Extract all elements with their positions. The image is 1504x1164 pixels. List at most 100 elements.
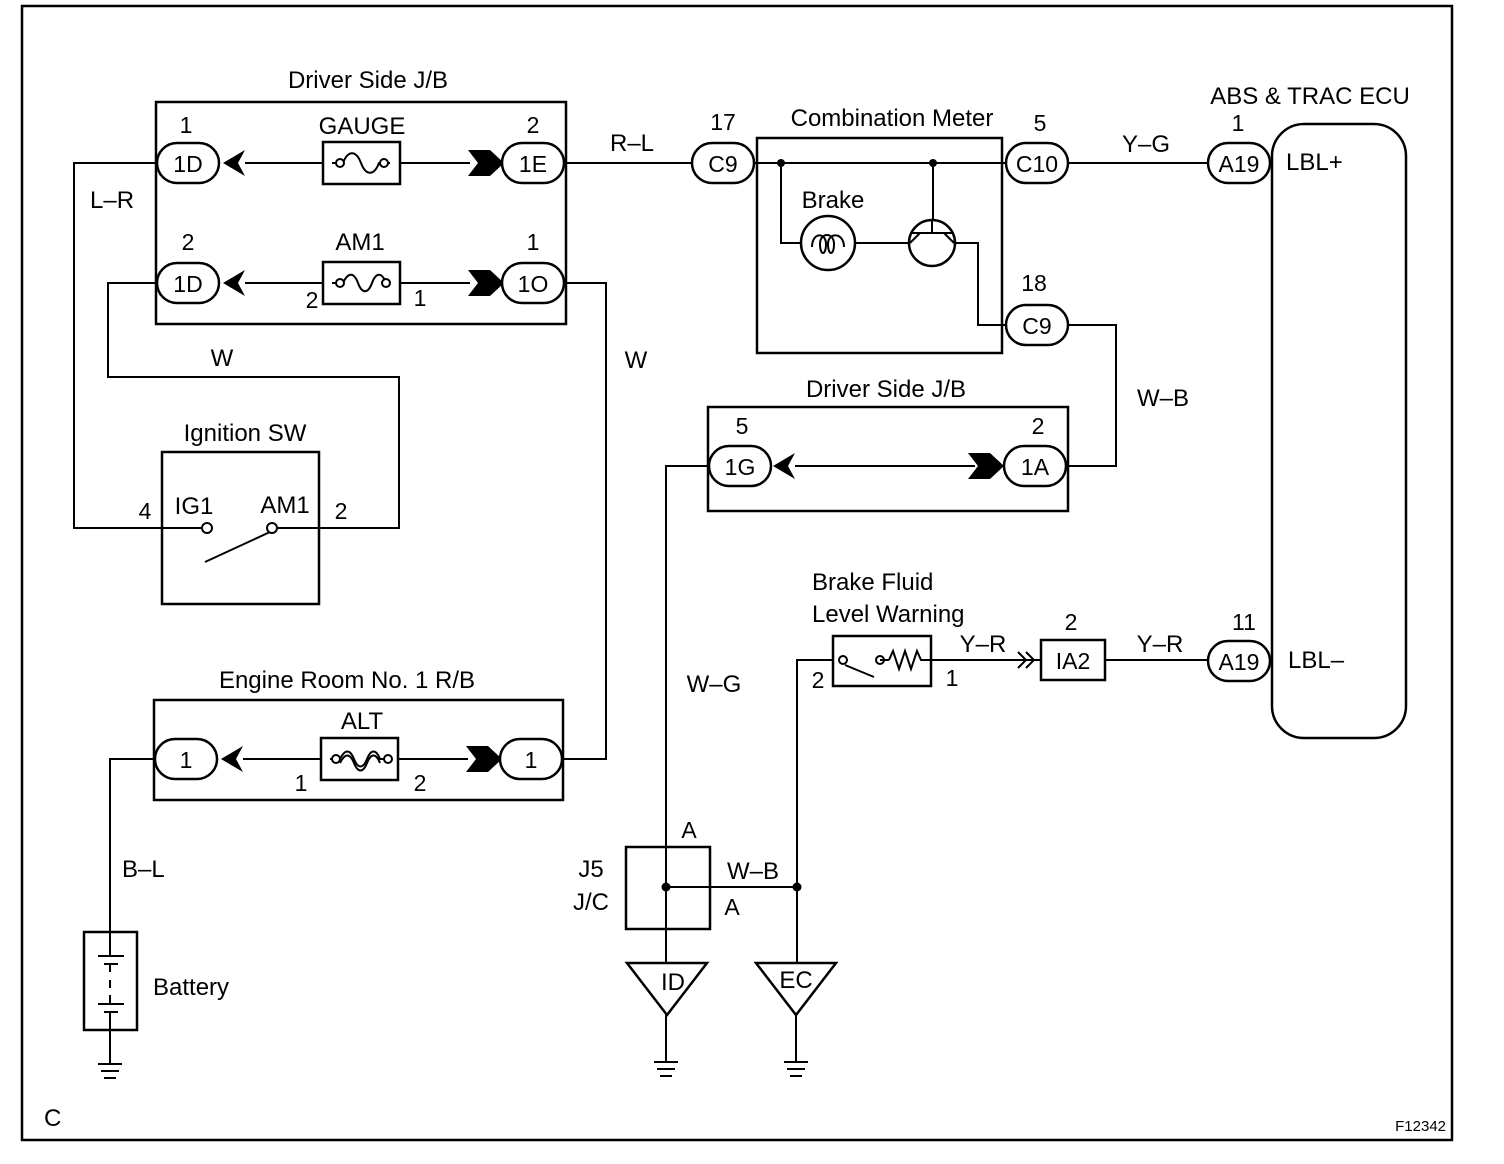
driver-jb-mid-title: Driver Side J/B	[806, 376, 966, 403]
wire-brake-fluid-ground	[796, 659, 833, 965]
jb-terminal-arrow	[223, 270, 245, 296]
engine-rb-title: Engine Room No. 1 R/B	[219, 667, 475, 694]
connector-1o-label: 1O	[518, 271, 549, 297]
jb-terminal-arrow	[468, 270, 504, 296]
pin-label: 1	[946, 665, 959, 691]
wire-label-b-l: B–L	[122, 856, 165, 883]
pin-label: A	[724, 894, 740, 920]
am1-fuse-element	[332, 273, 390, 293]
connector-1e-label: 1E	[519, 151, 547, 177]
connector-a19-top	[1206, 141, 1272, 185]
wire-label-w-b-jc: W–B	[727, 858, 779, 885]
wire-w-left	[107, 282, 400, 529]
figure-code: F12342	[1395, 1118, 1446, 1135]
jb-terminal-arrow	[468, 150, 504, 176]
jb-terminal-arrow	[773, 453, 795, 479]
battery-label: Battery	[153, 974, 229, 1001]
ecu-lbl-plus-label: LBL+	[1286, 149, 1343, 176]
wire-label-w-right: W	[625, 347, 648, 374]
pin-label: A	[681, 817, 697, 843]
corner-label: C	[44, 1105, 61, 1132]
driver-side-jb-middle: Driver Side J/B 1G 5 1A 2	[706, 376, 1070, 513]
connector-1d-top-label: 1D	[173, 151, 202, 177]
connector-ia2: IA2 2	[1039, 609, 1107, 682]
ecu-lbl-minus-label: LBL–	[1288, 647, 1345, 674]
jc-type-label: J/C	[573, 889, 609, 916]
outer-frame	[20, 4, 1454, 1142]
jb-terminal-arrow	[223, 150, 245, 176]
connector-1d-bottom-label: 1D	[173, 271, 202, 297]
wire-l-r	[73, 162, 162, 529]
brake-lamp-label: Brake	[802, 187, 865, 214]
pin-label: 1	[180, 112, 193, 138]
pin-label: 2	[182, 229, 195, 255]
abs-trac-ecu: ABS & TRAC ECU LBL+ LBL– A19 1 A19 11	[1206, 83, 1410, 740]
pin-label: 17	[710, 109, 736, 135]
wire-label-r-l: R–L	[610, 130, 654, 157]
wire-label-l-r: L–R	[90, 187, 134, 214]
pin-label: 5	[736, 413, 749, 439]
combination-meter: Combination Meter C9 17 C10 5 C9 18 Brak…	[690, 105, 1070, 355]
brake-fluid-label-line2: Level Warning	[812, 601, 965, 628]
brake-fluid-level-warning: Brake Fluid Level Warning 2 1	[812, 569, 965, 693]
ignition-sw-title: Ignition SW	[184, 420, 307, 447]
gauge-fuse-element	[332, 152, 390, 174]
ig1-terminal-label: IG1	[175, 493, 214, 520]
pin-label: 2	[335, 498, 348, 524]
pin-label: 2	[414, 770, 427, 796]
am1-terminal-label: AM1	[260, 492, 309, 519]
pin-label: 1	[414, 285, 427, 311]
connector-c10-label: C10	[1016, 151, 1058, 177]
pin-label: 4	[139, 498, 152, 524]
pin-label: 1	[1232, 110, 1245, 136]
ground-point-ec: EC	[753, 961, 839, 1077]
connector-1a-label: 1A	[1021, 454, 1050, 480]
battery: Battery	[82, 930, 229, 1032]
rb-terminal-arrow	[221, 746, 243, 772]
connector-1g-label: 1G	[725, 454, 756, 480]
connector-c9-out-label: C9	[1022, 313, 1051, 339]
pin-label: 2	[1065, 609, 1078, 635]
rb-terminal-arrow	[466, 746, 502, 772]
jb-terminal-arrow	[968, 453, 1004, 479]
abs-trac-ecu-title: ABS & TRAC ECU	[1210, 83, 1410, 110]
pin-label: 2	[1032, 413, 1045, 439]
engine-room-rb: Engine Room No. 1 R/B ALT 1 2 1 1	[152, 667, 565, 802]
driver-side-jb-top: Driver Side J/B GAUGE 1D 1 1E 2 AM1 2 1 …	[154, 67, 568, 326]
am1-fuse-label: AM1	[335, 229, 384, 256]
wire-w-g	[665, 465, 709, 965]
wire-label-w-b-right: W–B	[1137, 385, 1189, 412]
wire-label-w-g: W–G	[687, 671, 742, 698]
ground-id-label: ID	[661, 969, 685, 996]
connector-a19-bottom-label: A19	[1219, 649, 1260, 675]
connector-1a	[1002, 444, 1068, 488]
pin-label: 1	[295, 770, 308, 796]
pin-label: 2	[306, 287, 319, 313]
pin-label: 2	[527, 112, 540, 138]
ground-point-id: ID	[624, 961, 710, 1077]
rb-connector-right-label: 1	[525, 747, 538, 773]
rb-connector-left-label: 1	[180, 747, 193, 773]
wire-label-y-g: Y–G	[1122, 131, 1170, 158]
junction-connector-j5: J5 J/C A A	[573, 817, 802, 931]
connector-c9-in-label: C9	[708, 151, 737, 177]
ground-symbol-battery	[98, 1030, 122, 1079]
ignition-switch: Ignition SW IG1 AM1 4 2	[139, 420, 348, 606]
rb-connector-right	[498, 737, 564, 781]
wire-w-b-right	[1066, 324, 1117, 467]
wire-label-y-r-2: Y–R	[1137, 631, 1184, 658]
wire-label-y-r-1: Y–R	[960, 631, 1007, 658]
pin-label: 2	[812, 667, 825, 693]
pin-label: 18	[1021, 270, 1047, 296]
wire-w-right	[564, 282, 607, 760]
wire-b-l	[109, 758, 155, 932]
connector-ia2-label: IA2	[1056, 648, 1091, 674]
pin-label: 5	[1034, 110, 1047, 136]
wire-label-w-left: W	[211, 345, 234, 372]
pin-label: 1	[527, 229, 540, 255]
combination-meter-title: Combination Meter	[791, 105, 994, 132]
gauge-fuse-label: GAUGE	[319, 113, 406, 140]
connector-a19-top-label: A19	[1219, 151, 1260, 177]
ground-ec-label: EC	[779, 967, 812, 994]
